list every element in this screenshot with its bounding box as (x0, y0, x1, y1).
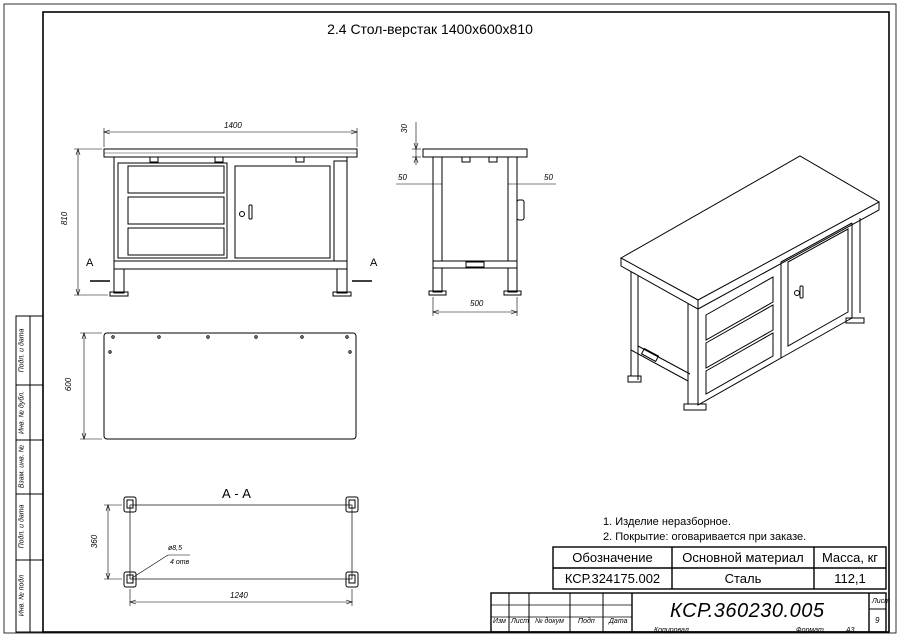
dim-width: 1400 (224, 121, 242, 130)
dim-overhang-left: 50 (398, 173, 407, 182)
drawing-title: 2.4 Стол-верстак 1400х600х810 (327, 21, 533, 37)
section-mark-left: А (86, 257, 94, 269)
stamp-inv-dubl: Инв. № дубл. (18, 390, 26, 435)
dim-top-thickness: 30 (399, 124, 409, 133)
isometric-view (619, 155, 881, 411)
section-label: А - А (222, 486, 251, 501)
dim-frame-width: 1240 (230, 591, 248, 600)
dim-depth: 500 (470, 299, 484, 308)
col-date: Дата (609, 618, 628, 625)
dim-hole-count: 4 отв (170, 559, 190, 566)
sheet-number: 9 (875, 616, 880, 625)
stamp-vzam-inv: Взам. инв. № (18, 444, 26, 489)
spec-header-material: Основной материал (682, 550, 804, 565)
drawing-code: КСР.360230.005 (670, 600, 825, 622)
col-doc: № докум (535, 618, 564, 625)
note-1: 1. Изделие неразборное. (603, 516, 731, 528)
dim-frame-depth: 360 (90, 534, 100, 549)
dim-hole-diameter: ø8,5 (168, 545, 183, 552)
col-list: Лист (511, 618, 530, 625)
side-stamp (15, 315, 44, 633)
stamp-inv-podl: Инв. № подл (18, 574, 26, 617)
dim-top-depth: 600 (64, 377, 74, 392)
dim-overhang-right: 50 (544, 173, 553, 182)
col-izm: Изм (493, 618, 506, 625)
note-2: 2. Покрытие: оговаривается при заказе. (603, 531, 807, 543)
format-label: Формат (796, 627, 824, 634)
col-sign: Подп (578, 618, 595, 625)
format-value: А3 (846, 627, 855, 634)
dim-height: 810 (60, 211, 70, 226)
sheet-label: Лист (872, 598, 891, 605)
spec-cell-mass: 112,1 (834, 571, 866, 586)
spec-header-mass: Масса, кг (821, 550, 879, 565)
spec-cell-material: Сталь (724, 571, 762, 586)
copied-label: Копировал (654, 627, 689, 634)
section-aa-view (123, 496, 359, 588)
spec-header-designation: Обозначение (572, 550, 653, 565)
spec-table (552, 546, 887, 590)
stamp-podp-data-2: Подп. и дата (18, 328, 26, 373)
title-block (490, 592, 887, 633)
side-view (422, 148, 528, 296)
section-mark-right: А (370, 257, 378, 269)
front-view (103, 148, 358, 297)
stamp-podp-data-1: Подп. и дата (18, 504, 26, 549)
spec-cell-designation: КСР.324175.002 (564, 571, 661, 586)
top-plan-view (103, 332, 357, 440)
